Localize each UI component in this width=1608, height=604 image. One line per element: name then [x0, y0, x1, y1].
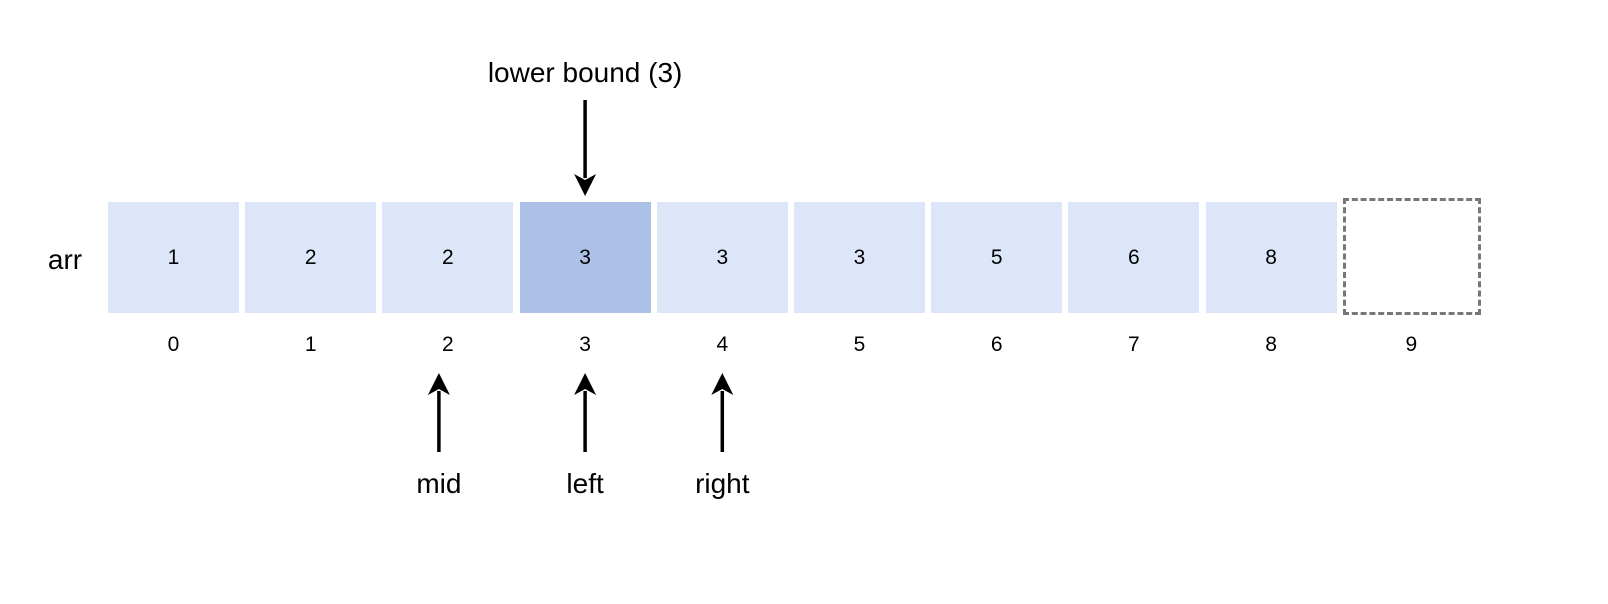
array-cell: 1 [108, 202, 239, 313]
empty-array-cell [1342, 198, 1481, 315]
array-cell: 3 [656, 202, 788, 313]
array-index: 2 [442, 333, 454, 356]
array-cell: 6 [1068, 202, 1200, 313]
array-cell: 3 [519, 202, 651, 313]
array-index: 3 [579, 333, 591, 356]
array-cell: 3 [794, 202, 925, 313]
array-index: 4 [716, 333, 729, 356]
array-index: 6 [990, 333, 1003, 356]
array-cell: 2 [382, 202, 514, 313]
right-pointer-label: right [695, 468, 750, 499]
mid-pointer-arrow [427, 373, 450, 452]
lower-bound-label: lower bound (3) [487, 57, 683, 88]
array-index: 5 [853, 333, 866, 356]
array-cell: 8 [1205, 202, 1337, 313]
array-cell: 2 [245, 202, 377, 313]
array-cell: 5 [931, 202, 1063, 313]
array-index: 8 [1265, 333, 1277, 356]
mid-pointer-label: mid [416, 468, 462, 499]
lower-bound-arrow [574, 100, 597, 196]
left-pointer-arrow [574, 373, 597, 452]
array-index: 7 [1128, 333, 1140, 356]
array-name-label: arr [47, 244, 83, 275]
left-pointer-label: left [566, 468, 604, 499]
array-index: 0 [167, 333, 180, 356]
array-index: 9 [1405, 333, 1418, 356]
right-pointer-arrow [711, 373, 734, 452]
array-index: 1 [304, 333, 317, 356]
